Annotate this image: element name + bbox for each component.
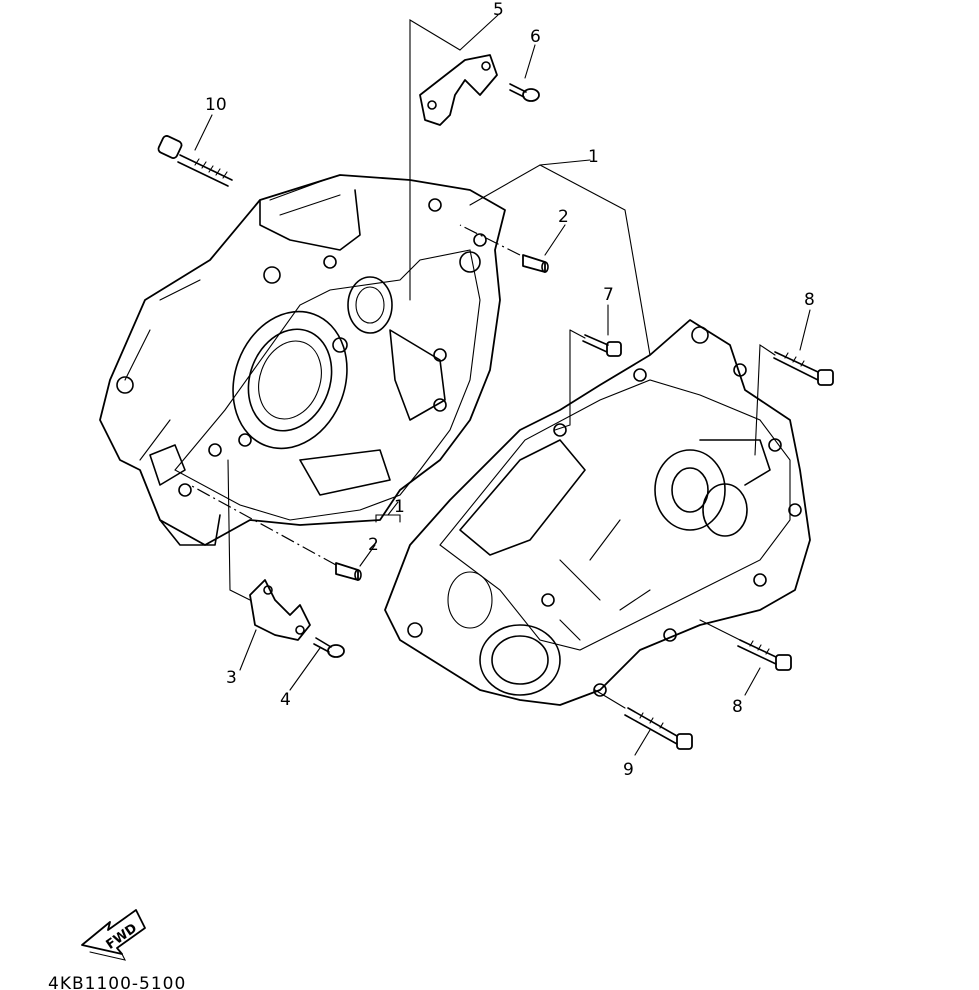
retainer-plate-3	[249, 579, 311, 641]
fwd-arrow-icon: FWD	[81, 909, 146, 961]
bolt-8-lower	[737, 639, 792, 671]
bolt-10	[157, 135, 233, 187]
callout-5: 5	[493, 0, 504, 20]
leader-lines	[189, 14, 811, 756]
callout-2-upper: 2	[558, 207, 569, 227]
callout-1-upper: 1	[588, 147, 599, 167]
part-code: 4KB1100-5100	[48, 974, 186, 990]
left-case-bolt-holes	[116, 198, 487, 497]
callout-4: 4	[280, 690, 291, 710]
bolt-9	[624, 707, 693, 750]
screw-6	[509, 83, 540, 102]
bolt-7	[582, 334, 622, 357]
screw-4	[313, 637, 345, 658]
callout-9: 9	[623, 760, 634, 780]
callout-3: 3	[226, 668, 237, 688]
callout-1-lower: 1	[394, 497, 405, 517]
callout-10: 10	[205, 95, 227, 115]
dowel-pin-upper	[522, 254, 549, 273]
retainer-plate-5	[419, 54, 498, 126]
callout-labels: 5 6 10 1 2 7 8 1 2 3 4 8 9	[205, 0, 815, 780]
bolt-8-upper	[773, 351, 834, 386]
callout-8-lower: 8	[732, 697, 743, 717]
callout-7: 7	[603, 285, 614, 305]
left-crankcase-half	[99, 174, 506, 546]
callout-8-upper: 8	[804, 290, 815, 310]
callout-6: 6	[530, 27, 541, 47]
callout-2-lower: 2	[368, 535, 379, 555]
right-crankcase-half	[384, 319, 811, 706]
right-case-bolt-holes	[407, 326, 802, 697]
dowel-pin-lower	[335, 562, 362, 581]
